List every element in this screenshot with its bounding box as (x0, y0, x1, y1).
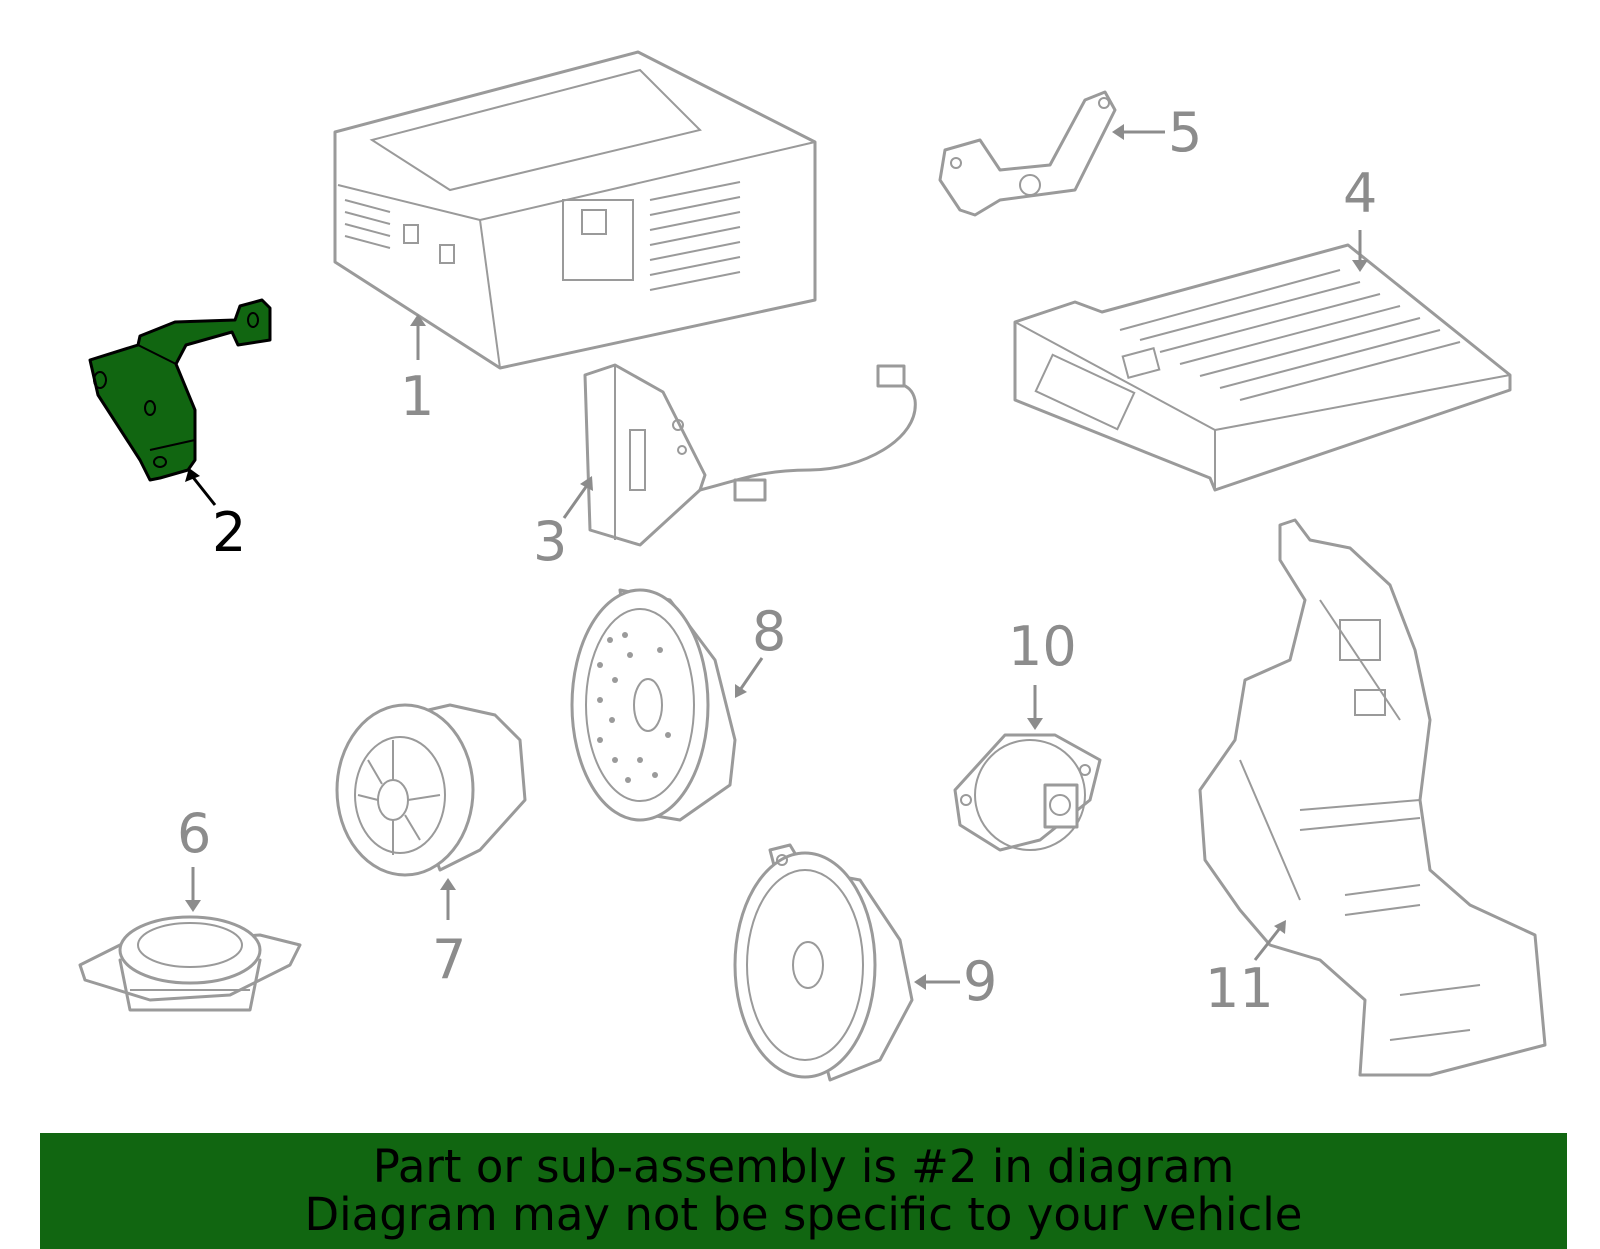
callout-6[interactable]: 6 (177, 802, 211, 865)
callout-3[interactable]: 3 (533, 510, 567, 573)
part-1-head-unit[interactable] (333, 50, 817, 370)
part-5-bracket[interactable] (938, 90, 1117, 217)
part-6-tweeter[interactable] (78, 915, 302, 1012)
part-10-speaker[interactable] (953, 733, 1102, 852)
banner-line-part: Part or sub-assembly is #2 in diagram (372, 1140, 1235, 1193)
part-11-subwoofer-enclosure[interactable] (1198, 518, 1547, 1077)
callout-10[interactable]: 10 (1008, 615, 1077, 678)
part-7-speaker[interactable] (335, 703, 527, 877)
callout-7[interactable]: 7 (432, 928, 466, 991)
callout-5[interactable]: 5 (1168, 101, 1202, 164)
part-8-woofer[interactable] (570, 588, 737, 822)
part-3-module-harness[interactable] (583, 363, 917, 547)
part-4-amplifier[interactable] (1013, 243, 1512, 492)
callout-4[interactable]: 4 (1343, 162, 1377, 225)
callout-2[interactable]: 2 (212, 501, 246, 564)
callout-9[interactable]: 9 (963, 950, 997, 1013)
callout-1[interactable]: 1 (400, 365, 434, 428)
banner-line-disclaimer: Diagram may not be specific to your vehi… (304, 1188, 1303, 1241)
leader-lines (185, 124, 1368, 990)
part-9-door-speaker[interactable] (733, 843, 914, 1082)
callout-11[interactable]: 11 (1205, 957, 1274, 1020)
callout-8[interactable]: 8 (752, 600, 786, 663)
part-2-bracket[interactable] (88, 298, 272, 482)
info-banner: Part or sub-assembly is #2 in diagram Di… (40, 1133, 1567, 1249)
